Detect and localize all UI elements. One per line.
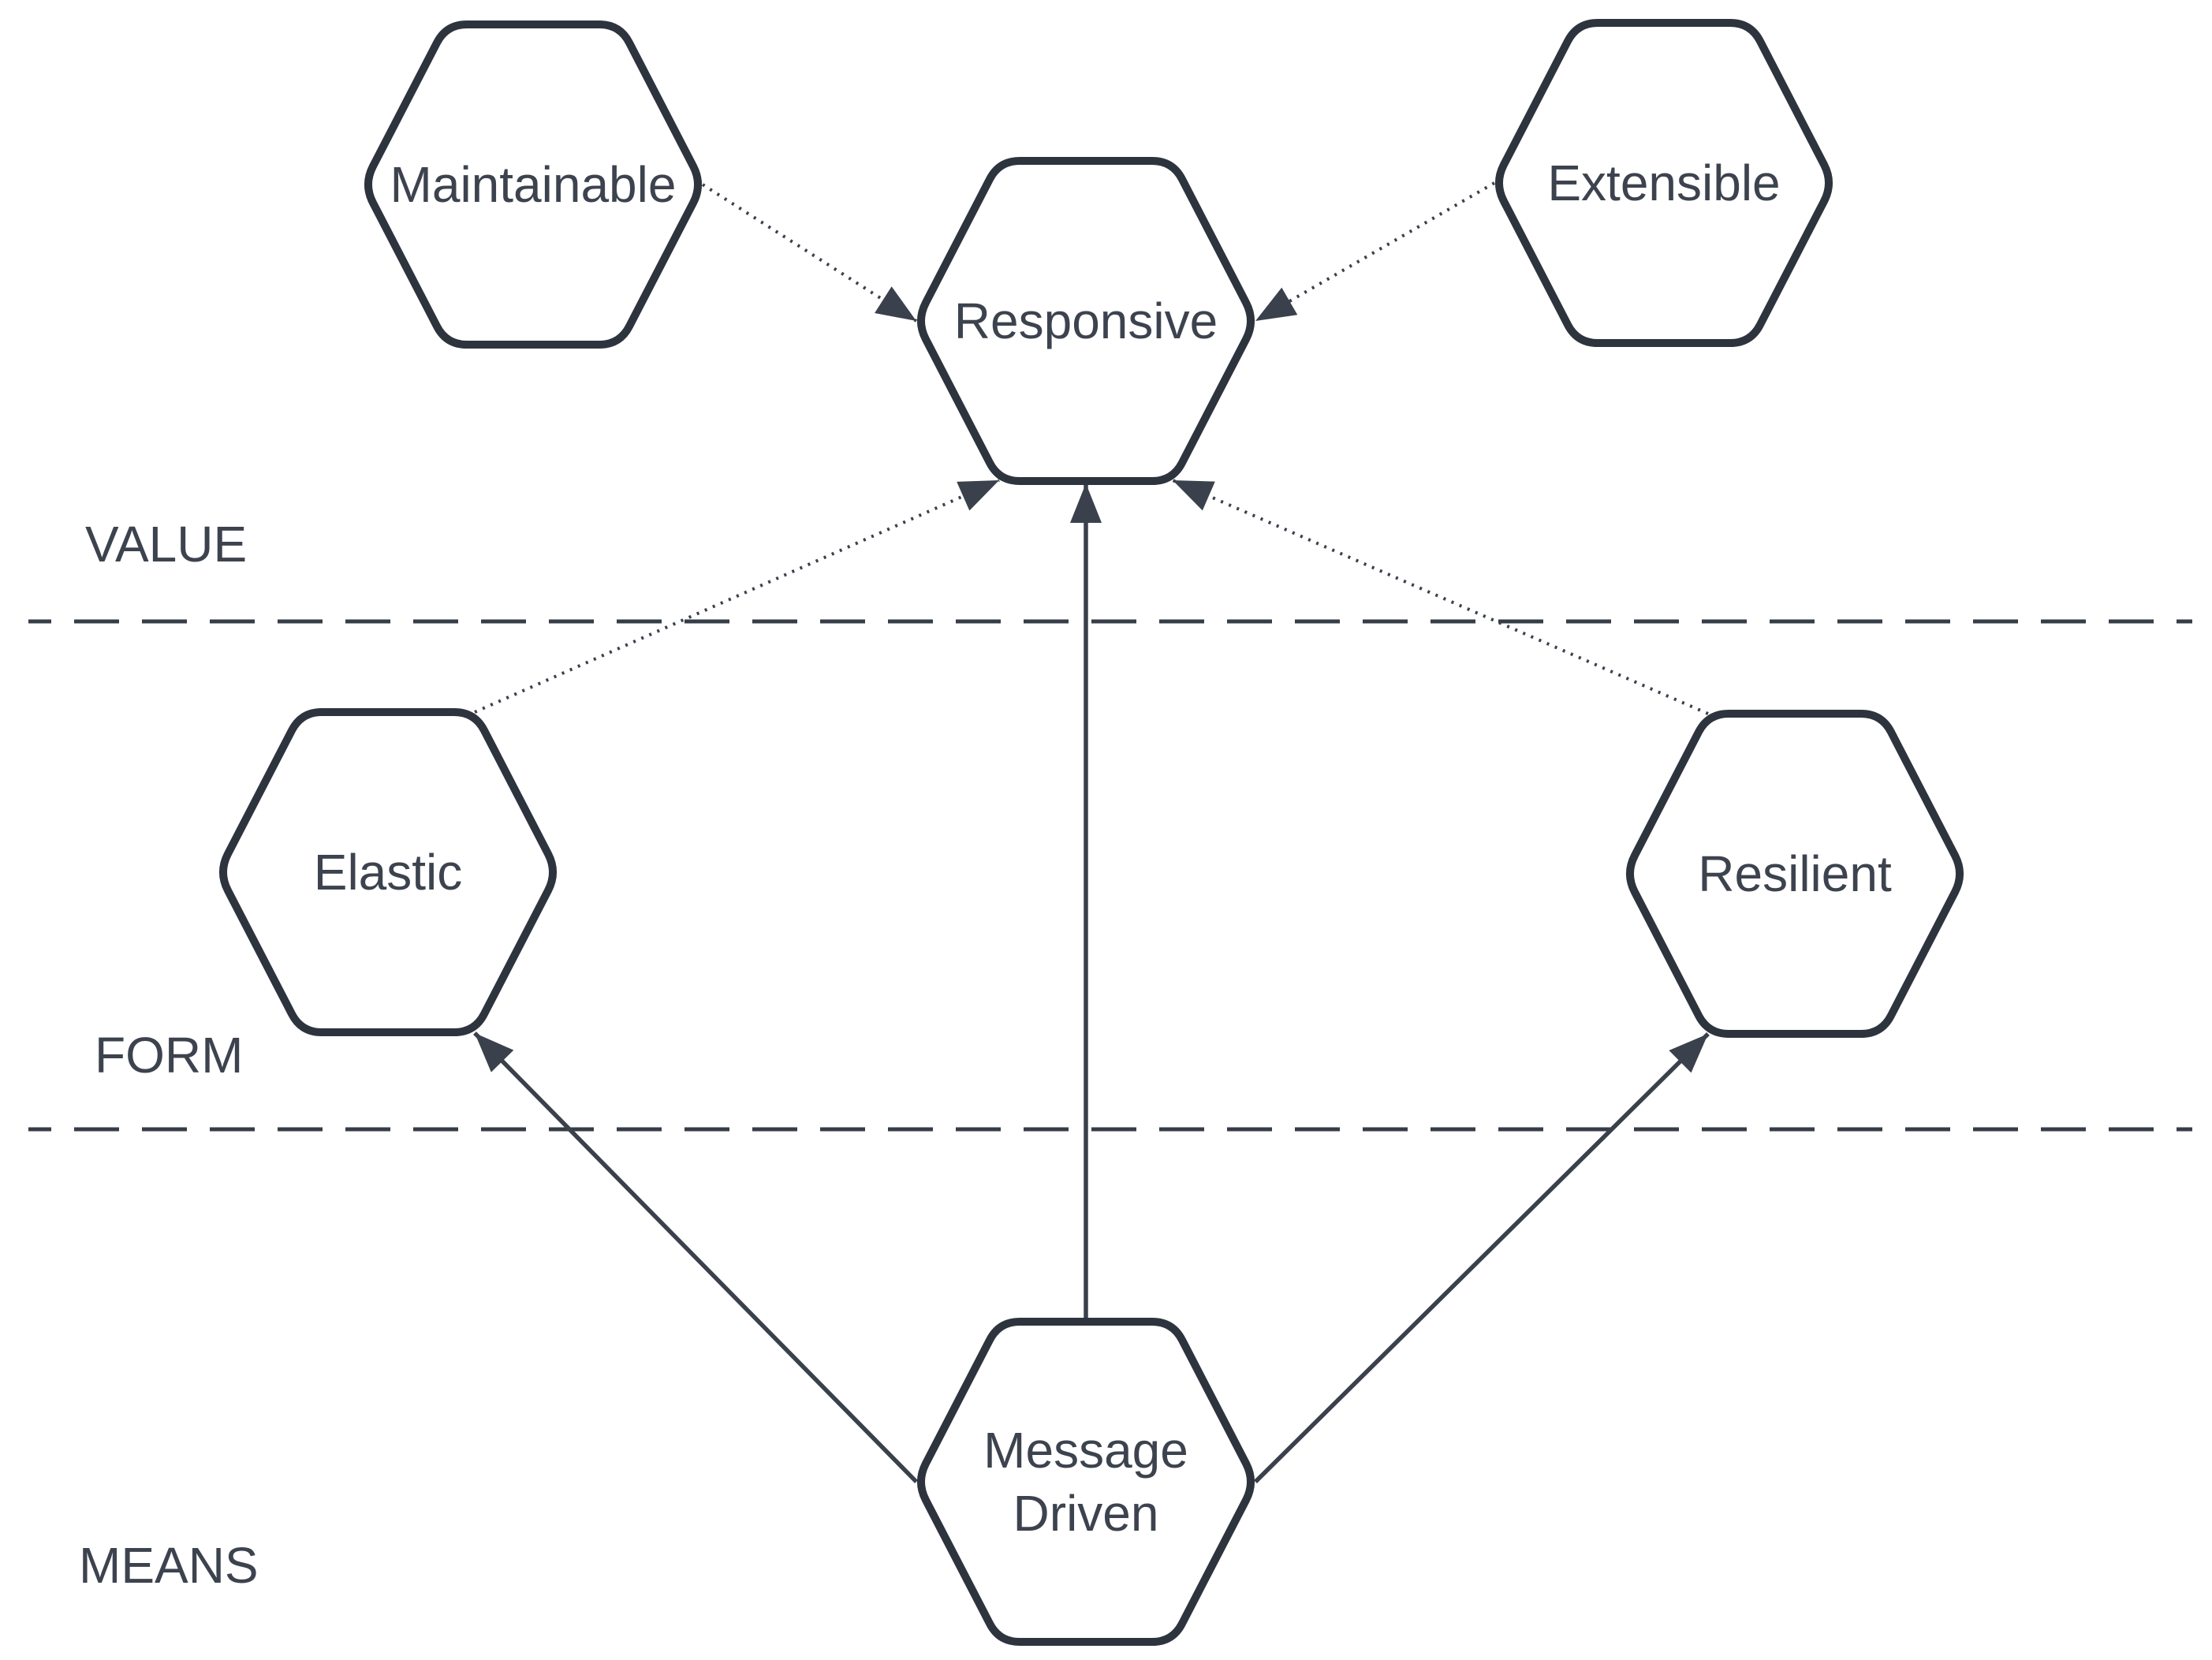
node-label: Maintainable [390,156,677,213]
hexagon-shape [1625,710,1964,1038]
node-label-line-2: Driven [1013,1485,1159,1542]
edge-resilient-responsive [1172,479,1709,715]
node-responsive: Responsive [916,157,1255,485]
hexagon-shape [916,157,1255,485]
edge-elastic-responsive [474,479,1000,714]
node-label-line-1: Message [983,1422,1188,1479]
nodes: Maintainable Responsive Extensible Elast… [218,19,1964,1646]
node-resilient: Resilient [1625,710,1964,1038]
edge-maintainable-responsive [701,183,918,323]
node-label: Responsive [954,293,1218,349]
edge-message-driven-resilient [1254,1032,1710,1483]
node-elastic: Elastic [218,708,558,1036]
hexagon-shape [916,1318,1255,1646]
section-dividers [28,619,2192,1132]
edges [473,181,1710,1483]
node-label: Elastic [314,844,463,901]
node-message-driven: Message Driven [916,1318,1255,1646]
section-label-means: MEANS [79,1537,259,1594]
section-labels: VALUE FORM MEANS [79,516,259,1594]
node-extensible: Extensible [1494,19,1833,347]
node-maintainable: Maintainable [364,21,703,349]
section-label-form: FORM [95,1027,243,1084]
section-label-value: VALUE [85,516,247,573]
edge-message-driven-elastic [473,1031,918,1483]
hexagon-shape [364,21,703,349]
edge-extensible-responsive [1254,181,1496,323]
hexagon-shape [218,708,558,1036]
node-label: Resilient [1698,845,1892,902]
node-label: Extensible [1547,155,1780,211]
hexagon-shape [1494,19,1833,347]
